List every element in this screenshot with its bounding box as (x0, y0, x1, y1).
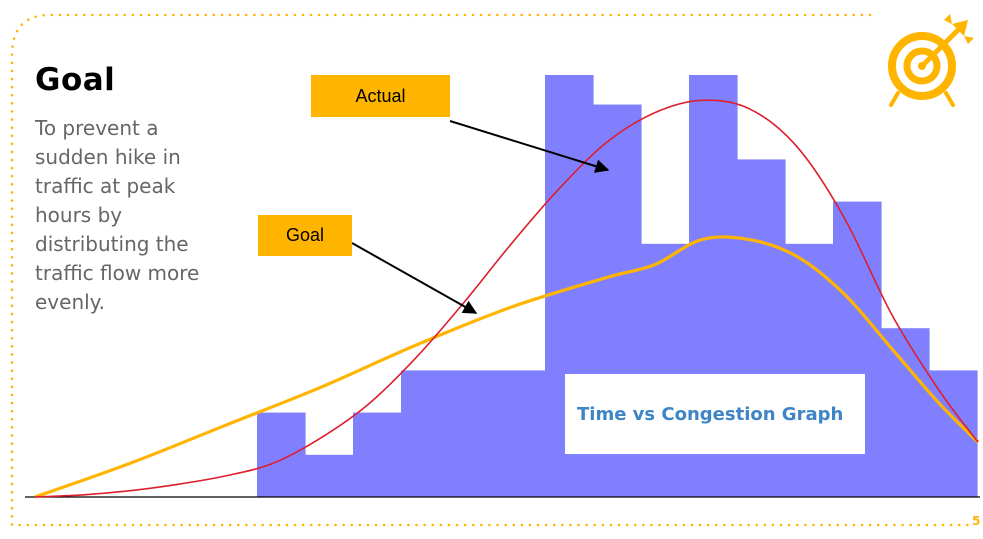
chart-bar (305, 454, 354, 497)
slide-border (10, 13, 972, 527)
actual-curve (34, 99, 979, 498)
goal-callout-label: Goal (285, 225, 325, 245)
chart-bar (353, 412, 402, 497)
actual-callout-arrow (449, 120, 610, 173)
target-with-arrow-icon (888, 14, 974, 107)
goal-curve (34, 235, 980, 499)
page-number: 5 (972, 514, 981, 528)
chart-bar (785, 243, 834, 497)
chart-bar (449, 370, 498, 497)
chart-caption: Time vs Congestion Graph (577, 403, 844, 425)
slide-body-text: To prevent a sudden hike in traffic at p… (35, 116, 200, 314)
curves-layer (34, 99, 980, 499)
slide-title: Goal (35, 62, 116, 98)
chart-bar (257, 412, 306, 497)
actual-callout: Actual (311, 75, 450, 117)
chart-bar (641, 243, 690, 497)
goal-callout-arrow (351, 242, 478, 314)
bars-layer (257, 75, 978, 497)
actual-callout-label: Actual (355, 85, 406, 106)
chart-bar (497, 370, 546, 497)
chart-bar (401, 370, 450, 497)
chart-bar (881, 328, 930, 497)
goal-callout: Goal (258, 215, 352, 256)
chart-caption-box: Time vs Congestion Graph (565, 374, 865, 454)
